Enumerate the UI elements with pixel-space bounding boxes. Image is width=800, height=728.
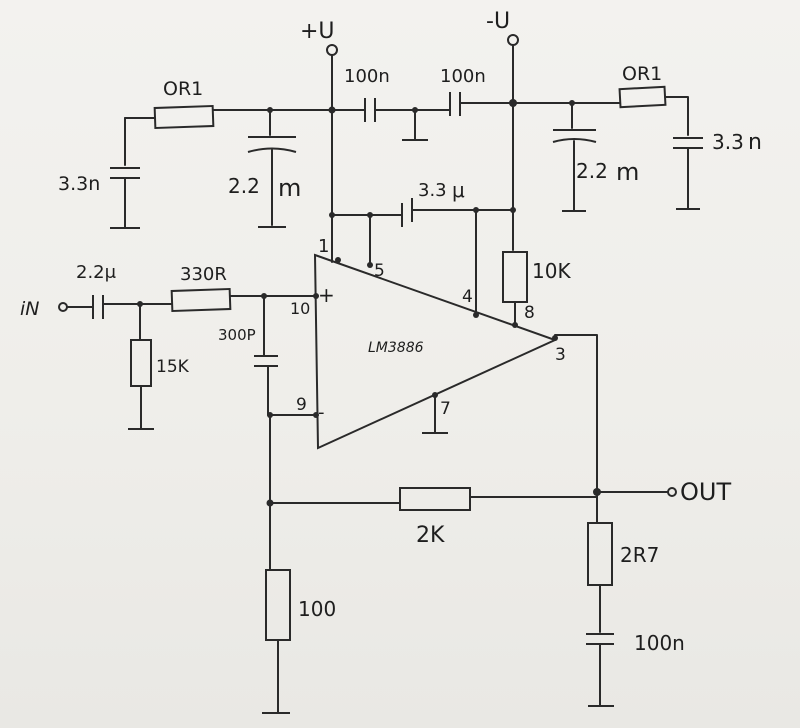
pin-9-label: 9 <box>296 395 307 415</box>
positive-supply-label: +U <box>300 19 335 44</box>
capacitor-3u3-value: 3.3 <box>418 180 447 201</box>
plus-input-sign: + <box>318 283 335 307</box>
resistor-330r: 330R <box>170 264 232 313</box>
input-label: iN <box>20 298 40 320</box>
negative-supply-terminal: -U <box>486 9 519 46</box>
capacitor-3u3-pin5-pin4: 3.3 μ <box>401 178 465 227</box>
capacitor-3n3-right-unit: n <box>748 130 762 155</box>
left-top-wire-a <box>124 117 156 121</box>
resistor-10k: 10K <box>502 251 571 326</box>
right-top-wire-b <box>664 96 689 136</box>
electrolytic-right-value: 2.2 <box>576 159 608 183</box>
electrolytic-left-value: 2.2 <box>228 174 260 198</box>
resistor-2r7-zobel: 2R7 <box>587 522 659 633</box>
electrolytic-capacitor-right: 2.2 m <box>552 102 639 212</box>
resistor-2k-label: 2K <box>416 523 445 548</box>
capacitor-3n3-left: 3.3n <box>58 167 140 229</box>
output-label: OUT <box>680 478 731 506</box>
capacitor-100n-right-label: 100n <box>440 66 486 87</box>
lm3886-amplifier: LM3886 1 5 4 8 10 + 9 - 7 3 <box>290 236 566 450</box>
pin-1-label: 1 <box>318 236 329 257</box>
electrolytic-left-unit: m <box>278 174 301 202</box>
output-terminal: OUT <box>667 478 731 506</box>
capacitor-100n-zobel-label: 100n <box>634 631 685 655</box>
capacitor-100n-right: 100n <box>440 66 486 116</box>
output-wire <box>554 334 598 524</box>
input-terminal: iN <box>20 298 68 320</box>
pin-10-label: 10 <box>290 299 310 318</box>
pin-5-label: 5 <box>374 261 385 281</box>
resistor-or1-left-label: OR1 <box>163 78 203 100</box>
pin7-ground <box>422 394 448 434</box>
capacitor-3u3-unit: μ <box>452 178 465 202</box>
capacitor-300p: 300P <box>218 295 317 416</box>
minus-input-sign: - <box>318 402 325 423</box>
mid-ground <box>402 109 428 141</box>
resistor-10k-label: 10K <box>532 259 571 283</box>
resistor-or1-left: OR1 <box>153 78 215 130</box>
chip-name-label: LM3886 <box>368 340 424 356</box>
resistor-15k-label: 15K <box>156 357 190 377</box>
electrolytic-right-unit: m <box>616 158 639 186</box>
capacitor-100n-left-label: 100n <box>344 66 390 87</box>
capacitor-100n-zobel: 100n <box>586 631 685 707</box>
resistor-100-ground: 100 <box>262 502 336 714</box>
positive-supply-terminal: +U <box>300 19 338 56</box>
pin-3-label: 3 <box>555 345 566 365</box>
pin-8-label: 8 <box>524 303 535 323</box>
resistor-15k: 15K <box>128 303 190 430</box>
capacitor-3n3-right: 3.3 n <box>673 130 762 210</box>
resistor-or1-right: OR1 <box>618 63 667 109</box>
junction-dots <box>137 99 601 507</box>
feedback-left-wire <box>269 414 401 504</box>
resistor-2r7-label: 2R7 <box>620 543 659 567</box>
capacitor-3n3-right-value: 3.3 <box>712 130 744 154</box>
resistor-or1-right-label: OR1 <box>622 63 662 85</box>
resistor-100-label: 100 <box>298 597 336 621</box>
capacitor-300p-label: 300P <box>218 326 256 344</box>
capacitor-3n3-left-label: 3.3n <box>58 173 100 195</box>
capacitor-100n-left: 100n <box>344 66 390 122</box>
resistor-330r-label: 330R <box>180 264 227 285</box>
pin-4-label: 4 <box>462 287 473 307</box>
pin-7-label: 7 <box>440 399 451 419</box>
capacitor-input: 2.2μ <box>76 262 117 319</box>
resistor-2k-feedback: 2K <box>399 487 471 548</box>
capacitor-input-label: 2.2μ <box>76 262 117 283</box>
electrolytic-capacitor-left: 2.2 m <box>228 109 301 228</box>
negative-supply-label: -U <box>486 9 510 34</box>
